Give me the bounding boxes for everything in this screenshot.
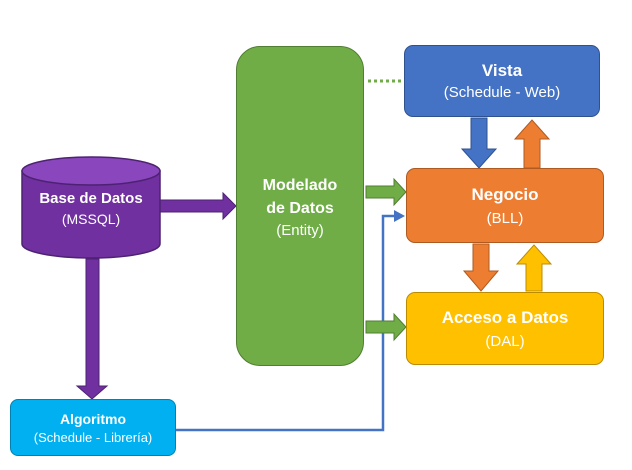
- modelado-title-line2: de Datos: [266, 199, 334, 217]
- acceso-title: Acceso a Datos: [441, 307, 569, 327]
- base-datos-title: Base de Datos: [39, 190, 143, 207]
- node-negocio: Negocio (BLL): [406, 168, 604, 243]
- acceso-subtitle: (DAL): [485, 332, 525, 350]
- arrow-negocio-to-vista: [513, 119, 551, 169]
- modelado-subtitle: (Entity): [276, 221, 324, 239]
- database-cylinder-icon: [21, 156, 161, 259]
- arrow-basedatos-to-modelado: [159, 191, 237, 221]
- node-acceso-datos: Acceso a Datos (DAL): [406, 292, 604, 365]
- connector-algoritmo-negocio-arrowhead: [394, 210, 405, 222]
- node-vista: Vista (Schedule - Web): [404, 45, 600, 117]
- vista-title: Vista: [481, 61, 523, 80]
- node-modelado-datos: Modelado de Datos (Entity): [236, 46, 364, 366]
- negocio-subtitle: (BLL): [486, 209, 524, 227]
- node-base-datos: Base de Datos (MSSQL): [22, 190, 160, 227]
- arrow-modelado-to-negocio: [365, 177, 407, 207]
- arrow-vista-to-negocio: [460, 117, 498, 169]
- vista-subtitle: (Schedule - Web): [443, 84, 561, 101]
- base-datos-subtitle: (MSSQL): [61, 211, 121, 227]
- node-algoritmo: Algoritmo (Schedule - Librería): [10, 399, 176, 456]
- arrow-basedatos-to-algoritmo: [75, 258, 109, 400]
- negocio-title: Negocio: [471, 184, 539, 204]
- arrow-acceso-to-negocio: [515, 244, 553, 292]
- arrow-negocio-to-acceso: [462, 243, 500, 292]
- algoritmo-subtitle: (Schedule - Librería): [33, 429, 153, 445]
- modelado-title-line1: Modelado: [262, 176, 338, 194]
- algoritmo-title: Algoritmo: [59, 410, 127, 427]
- arrow-modelado-to-acceso: [365, 312, 407, 342]
